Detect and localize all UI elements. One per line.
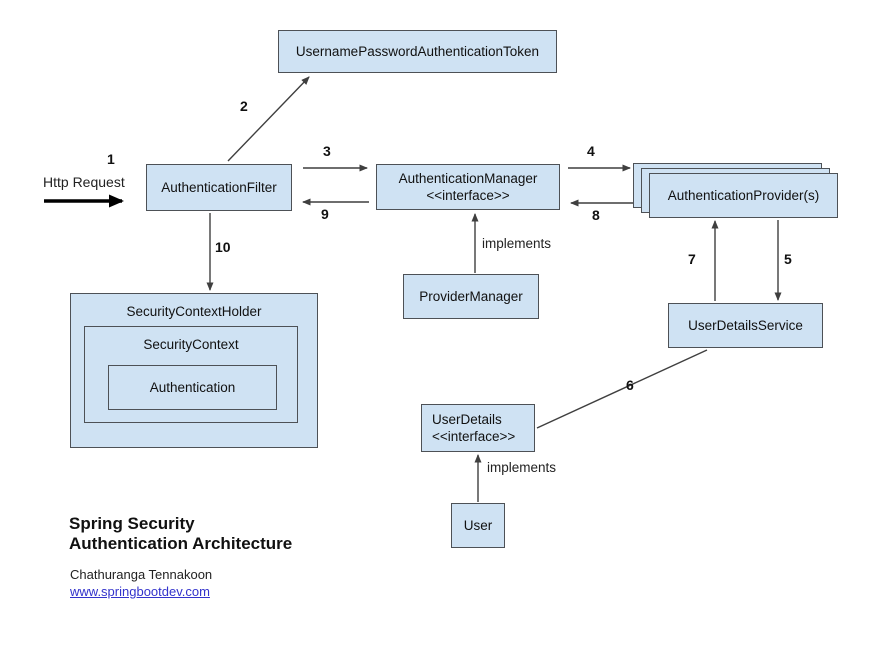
- node-provider-manager: ProviderManager: [403, 274, 539, 319]
- node-label: SecurityContext: [143, 337, 239, 352]
- edge-label-2: 2: [240, 98, 248, 114]
- node-label: AuthenticationManager: [398, 171, 538, 186]
- edge-label-10: 10: [215, 239, 231, 255]
- node-label: Authentication: [149, 380, 236, 395]
- node-authentication-providers: AuthenticationProvider(s): [649, 173, 838, 218]
- diagram-title-line2: Authentication Architecture: [69, 534, 293, 553]
- node-authentication-filter: AuthenticationFilter: [146, 164, 292, 211]
- node-stereotype: <<interface>>: [432, 429, 516, 444]
- edge-label-7: 7: [688, 251, 696, 267]
- website-link[interactable]: www.springbootdev.com: [70, 584, 210, 599]
- node-label: AuthenticationFilter: [161, 180, 277, 195]
- node-label: User: [463, 518, 493, 533]
- node-label: ProviderManager: [419, 289, 523, 304]
- node-label: UsernamePasswordAuthenticationToken: [295, 44, 540, 59]
- node-user: User: [451, 503, 505, 548]
- edge-2-line: [227, 76, 310, 162]
- node-label: AuthenticationProvider(s): [667, 188, 820, 203]
- node-authentication-manager: AuthenticationManager <<interface>>: [376, 164, 560, 210]
- implements-label-user: implements: [487, 460, 557, 475]
- node-label: UserDetails: [432, 412, 502, 427]
- http-request-label: Http Request: [43, 174, 125, 190]
- edge-label-8: 8: [592, 207, 600, 223]
- node-label: SecurityContextHolder: [126, 304, 262, 319]
- node-stereotype: <<interface>>: [426, 188, 510, 203]
- edge-6-line: [536, 349, 708, 429]
- author-name: Chathuranga Tennakoon: [70, 567, 213, 582]
- diagram-title-line1: Spring Security: [69, 514, 195, 533]
- node-authentication: Authentication: [108, 365, 277, 410]
- node-user-details: UserDetails <<interface>>: [421, 404, 535, 452]
- edge-label-6: 6: [626, 377, 634, 393]
- edge-label-1: 1: [107, 151, 115, 167]
- edge-label-4: 4: [587, 143, 595, 159]
- diagram-title: Spring Security Authentication Architect…: [69, 514, 292, 554]
- edge-label-9: 9: [321, 206, 329, 222]
- node-user-details-service: UserDetailsService: [668, 303, 823, 348]
- implements-label-provider-manager: implements: [482, 236, 552, 251]
- edge-label-3: 3: [323, 143, 331, 159]
- node-label: UserDetailsService: [688, 318, 803, 333]
- edge-label-5: 5: [784, 251, 792, 267]
- node-username-password-authentication-token: UsernamePasswordAuthenticationToken: [278, 30, 557, 73]
